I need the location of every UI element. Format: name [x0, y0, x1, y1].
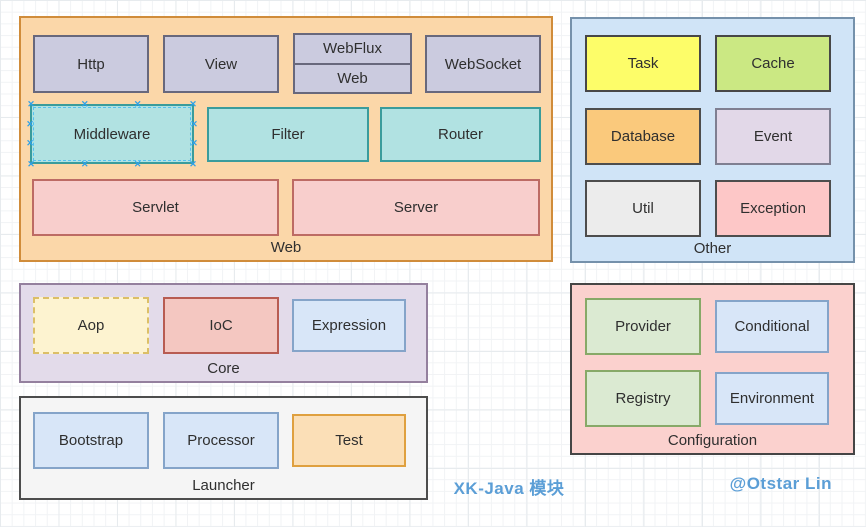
- node-websocket[interactable]: WebSocket: [425, 35, 541, 93]
- node-label: Registry: [615, 390, 671, 407]
- group-web-label: Web: [270, 239, 302, 256]
- group-configuration-label: Configuration: [667, 432, 758, 449]
- node-label: Filter: [271, 126, 305, 143]
- node-ioc[interactable]: IoC: [163, 297, 279, 354]
- node-webflux-web[interactable]: WebFlux Web: [293, 33, 412, 94]
- node-label: Router: [437, 126, 484, 143]
- node-processor[interactable]: Processor: [163, 412, 279, 469]
- node-filter[interactable]: Filter: [207, 107, 369, 162]
- node-label: Expression: [311, 317, 387, 334]
- node-label: IoC: [209, 317, 233, 334]
- node-label: Event: [753, 128, 793, 145]
- resize-handle-icon[interactable]: [188, 159, 198, 169]
- group-core-label: Core: [207, 360, 240, 377]
- node-webflux[interactable]: WebFlux: [323, 40, 382, 58]
- group-web[interactable]: Http View WebFlux Web WebSocket Middlewa…: [19, 16, 553, 262]
- group-core[interactable]: Aop IoC Expression Core: [19, 283, 428, 383]
- group-other-label: Other: [693, 240, 732, 257]
- node-label: Task: [627, 55, 659, 72]
- node-label: Http: [77, 55, 105, 73]
- resize-handle-icon[interactable]: [80, 99, 90, 109]
- node-server[interactable]: Server: [292, 179, 540, 236]
- node-bootstrap[interactable]: Bootstrap: [33, 412, 149, 469]
- resize-handle-icon[interactable]: [189, 138, 199, 148]
- resize-handle-icon[interactable]: [80, 159, 90, 169]
- author-credit-text[interactable]: @Otstar Lin: [729, 474, 832, 493]
- node-aop[interactable]: Aop: [33, 297, 149, 354]
- node-label: Processor: [187, 432, 255, 449]
- node-label: Server: [393, 199, 439, 216]
- node-label: Test: [335, 432, 363, 449]
- diagram-title-text[interactable]: XK-Java 模块: [453, 479, 565, 498]
- node-exception[interactable]: Exception: [715, 180, 831, 237]
- node-label: Provider: [615, 318, 671, 335]
- group-other[interactable]: Task Cache Database Event Util Exception…: [570, 17, 855, 263]
- node-http[interactable]: Http: [33, 35, 149, 93]
- node-conditional[interactable]: Conditional: [715, 300, 829, 353]
- node-view[interactable]: View: [163, 35, 279, 93]
- node-label: WebSocket: [444, 55, 522, 73]
- group-launcher[interactable]: Bootstrap Processor Test Launcher: [19, 396, 428, 500]
- resize-handle-icon[interactable]: [26, 99, 36, 109]
- group-launcher-label: Launcher: [192, 477, 255, 494]
- node-router[interactable]: Router: [380, 107, 541, 162]
- node-test[interactable]: Test: [292, 414, 406, 467]
- node-label: Servlet: [132, 199, 179, 216]
- resize-handle-icon[interactable]: [189, 119, 199, 129]
- node-provider[interactable]: Provider: [585, 298, 701, 355]
- node-label: Conditional: [734, 318, 810, 335]
- resize-handle-icon[interactable]: [25, 138, 35, 148]
- node-registry[interactable]: Registry: [585, 370, 701, 427]
- node-task[interactable]: Task: [585, 35, 701, 92]
- node-environment[interactable]: Environment: [715, 372, 829, 425]
- node-expression[interactable]: Expression: [292, 299, 406, 352]
- node-middleware-selected[interactable]: Middleware: [30, 104, 194, 164]
- group-configuration[interactable]: Provider Conditional Registry Environmen…: [570, 283, 855, 455]
- node-label: Database: [610, 128, 676, 145]
- node-label: Util: [632, 200, 654, 217]
- node-servlet[interactable]: Servlet: [32, 179, 279, 236]
- node-label: Exception: [740, 200, 806, 217]
- resize-handle-icon[interactable]: [133, 99, 143, 109]
- node-label: Cache: [751, 55, 795, 72]
- node-util[interactable]: Util: [585, 180, 701, 237]
- node-cache[interactable]: Cache: [715, 35, 831, 92]
- node-web[interactable]: Web: [295, 62, 410, 93]
- node-label: Aop: [77, 317, 105, 334]
- node-event[interactable]: Event: [715, 108, 831, 165]
- node-label: View: [204, 55, 238, 73]
- node-label: Middleware: [73, 125, 151, 143]
- node-label: Bootstrap: [58, 432, 124, 449]
- resize-handle-icon[interactable]: [188, 99, 198, 109]
- resize-handle-icon[interactable]: [25, 119, 35, 129]
- node-database[interactable]: Database: [585, 108, 701, 165]
- node-label: Environment: [729, 390, 815, 407]
- resize-handle-icon[interactable]: [133, 159, 143, 169]
- resize-handle-icon[interactable]: [26, 159, 36, 169]
